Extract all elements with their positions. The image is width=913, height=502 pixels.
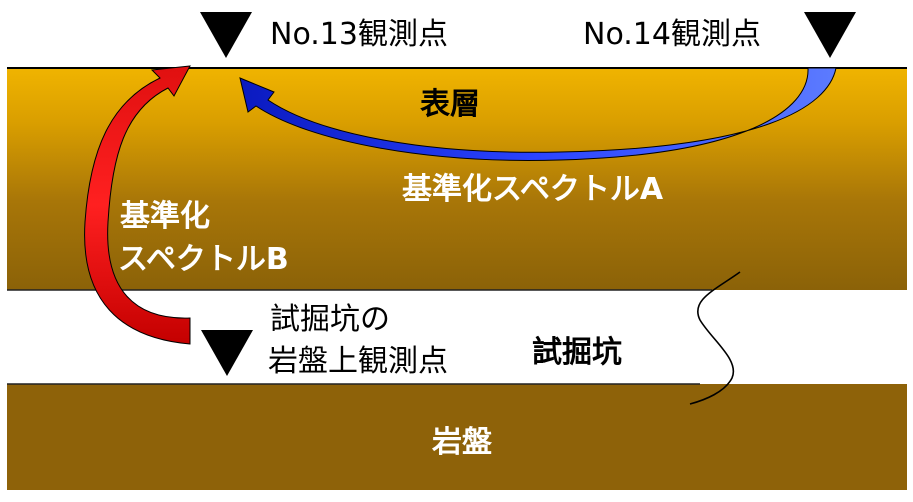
spectrum-b-arrow [84,65,191,345]
surface-layer [7,68,907,290]
bedrock-layer [7,384,907,490]
spectrum-b-label-line1: 基準化 [120,199,210,234]
spectrum-b-label-line2: スペクトルB [118,242,289,277]
pit-station-label-line2: 岩盤上観測点 [268,344,448,379]
pit-label: 試掘坑 [532,335,622,370]
station13-marker [200,12,252,58]
pit-station-label-line1: 試掘坑の [270,302,390,337]
pit-station-marker [201,330,253,376]
spectrum-a-arrow [239,67,837,161]
station13-label: No.13観測点 [270,17,448,52]
test-pit [7,290,726,384]
station14-label: No.14観測点 [583,17,761,52]
spectrum-a-label: 基準化スペクトルA [402,172,664,207]
station14-marker [804,12,856,58]
pit-end-outline [689,271,741,405]
bedrock-label: 岩盤 [432,425,492,460]
surface-layer-label: 表層 [420,87,480,122]
